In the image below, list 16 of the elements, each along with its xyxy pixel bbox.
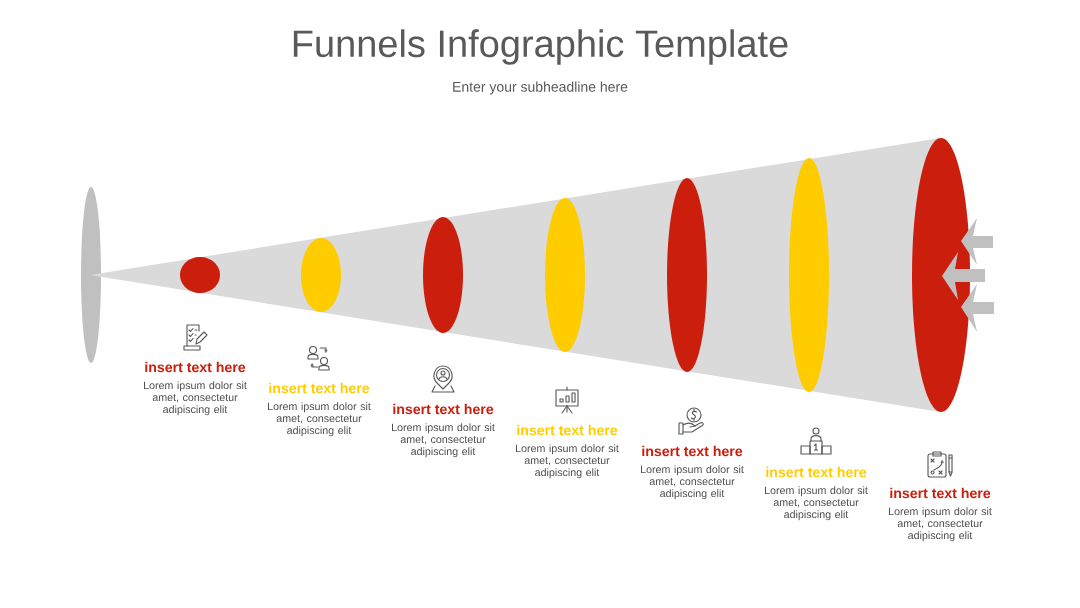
stage-heading: insert text here [890, 487, 991, 499]
stage-heading: insert text here [642, 445, 743, 457]
stage-heading: insert text here [766, 466, 867, 478]
stage-description: Lorem ipsum dolor sit amet, consectetur adipiscing elit [765, 486, 868, 521]
stage-heading: insert text here [517, 424, 618, 436]
stage-description: Lorem ipsum dolor sit amet, consectetur adipiscing elit [641, 465, 744, 500]
title: Funnels Infographic Template [293, 29, 788, 65]
stage-description: Lorem ipsum dolor sit amet, consectetur adipiscing elit [268, 402, 371, 437]
stage-heading: insert text here [269, 382, 370, 394]
stage-heading: insert text here [145, 361, 246, 373]
stage-description: Lorem ipsum dolor sit amet, consectetur adipiscing elit [516, 444, 619, 479]
stage-heading: insert text here [393, 403, 494, 415]
stage-description: Lorem ipsum dolor sit amet, consectetur adipiscing elit [144, 381, 247, 416]
subtitle: Enter your subheadline here [453, 81, 628, 95]
stage-description: Lorem ipsum dolor sit amet, consectetur adipiscing elit [392, 423, 495, 458]
stage-description: Lorem ipsum dolor sit amet, consectetur adipiscing elit [889, 507, 992, 542]
